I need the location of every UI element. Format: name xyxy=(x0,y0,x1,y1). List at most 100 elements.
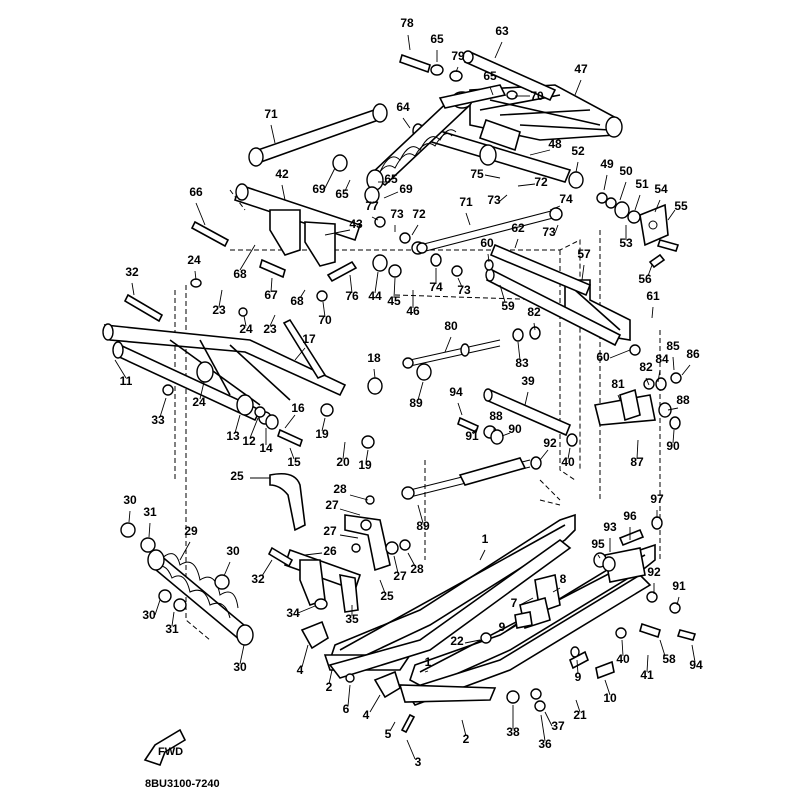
callout-33: 33 xyxy=(151,413,165,427)
callout-leader xyxy=(349,274,353,294)
callout-leader xyxy=(365,449,369,463)
callout-9: 9 xyxy=(575,670,582,684)
callout-21: 21 xyxy=(573,708,587,722)
callout-leader xyxy=(657,369,661,383)
rod-80 xyxy=(402,339,501,369)
block-7 xyxy=(519,574,561,630)
callout-94: 94 xyxy=(689,658,703,672)
callout-16: 16 xyxy=(291,401,305,415)
callout-30: 30 xyxy=(233,660,247,674)
rod-71-upper xyxy=(248,103,388,167)
callout-leader xyxy=(406,739,416,760)
callout-32: 32 xyxy=(251,572,265,586)
callout-leader xyxy=(499,194,508,202)
callout-leader xyxy=(617,394,621,401)
callout-leader xyxy=(131,282,135,296)
callout-leader xyxy=(411,224,419,236)
callout-60: 60 xyxy=(480,236,494,250)
callout-leader xyxy=(218,289,223,308)
callout-28: 28 xyxy=(333,482,347,496)
callout-25: 25 xyxy=(380,589,394,603)
callout-73: 73 xyxy=(487,193,501,207)
callout-74: 74 xyxy=(559,192,573,206)
callout-95: 95 xyxy=(591,537,605,551)
callout-37: 37 xyxy=(551,719,565,733)
callout-88: 88 xyxy=(489,409,503,423)
bracket-81 xyxy=(594,388,656,426)
callout-leader xyxy=(324,167,336,189)
callout-leader xyxy=(347,684,351,707)
callout-leader xyxy=(576,659,579,675)
callout-40: 40 xyxy=(561,455,575,469)
callout-26: 26 xyxy=(323,544,337,558)
callout-leader xyxy=(567,447,571,460)
callout-18: 18 xyxy=(367,351,381,365)
callout-20: 20 xyxy=(336,455,350,469)
callout-30: 30 xyxy=(226,544,240,558)
slide-rail-2-lower xyxy=(398,573,652,706)
slide-rail-2-upper xyxy=(328,538,572,679)
callout-leader xyxy=(501,432,511,437)
callout-leader xyxy=(322,301,326,318)
callout-leader xyxy=(389,721,396,732)
callout-73: 73 xyxy=(457,283,471,297)
callout-51: 51 xyxy=(635,177,649,191)
callout-leader xyxy=(402,117,411,129)
callout-87: 87 xyxy=(630,455,644,469)
callout-84: 84 xyxy=(655,352,669,366)
callout-1: 1 xyxy=(425,655,432,669)
callout-leader xyxy=(517,183,536,187)
callout-leader xyxy=(554,224,559,234)
callout-11: 11 xyxy=(120,374,133,388)
callout-leader xyxy=(154,599,161,616)
callout-leader xyxy=(455,66,459,73)
callout-65: 65 xyxy=(430,32,444,46)
callout-leader xyxy=(479,549,486,561)
callout-27: 27 xyxy=(325,498,339,512)
callout-59: 59 xyxy=(501,299,515,313)
callout-40: 40 xyxy=(616,652,630,666)
callout-leader xyxy=(597,554,601,559)
fwd-label: FWD xyxy=(158,746,183,758)
callout-64: 64 xyxy=(396,100,410,114)
callout-leader xyxy=(371,216,379,221)
callout-leader xyxy=(691,644,696,663)
callout-93: 93 xyxy=(603,520,617,534)
callout-leader xyxy=(324,229,351,236)
callout-96: 96 xyxy=(623,509,637,523)
callout-24: 24 xyxy=(239,322,253,336)
callout-8: 8 xyxy=(560,572,567,586)
callout-leader xyxy=(194,270,197,281)
callout-48: 48 xyxy=(548,137,562,151)
callout-leader xyxy=(281,184,286,201)
callout-leader xyxy=(195,202,206,226)
callout-43: 43 xyxy=(349,217,363,231)
callout-leader xyxy=(199,381,205,400)
callout-leader xyxy=(524,391,529,406)
callout-69: 69 xyxy=(399,182,413,196)
rod-89-lower xyxy=(401,457,531,500)
callout-92: 92 xyxy=(543,436,557,450)
callout-90: 90 xyxy=(508,422,522,436)
callout-28: 28 xyxy=(410,562,424,576)
callout-leader xyxy=(540,714,546,742)
callout-14: 14 xyxy=(259,441,273,455)
callout-2: 2 xyxy=(463,732,470,746)
callout-46: 46 xyxy=(406,304,420,318)
callout-leader xyxy=(461,719,467,737)
callout-63: 63 xyxy=(495,24,509,38)
callout-leader xyxy=(417,504,424,524)
callout-leader xyxy=(672,429,675,444)
callout-86: 86 xyxy=(686,347,700,361)
callout-69: 69 xyxy=(312,182,326,196)
callout-leader xyxy=(672,356,675,371)
callout-80: 80 xyxy=(444,319,458,333)
callout-leader xyxy=(269,314,276,327)
callout-leader xyxy=(676,596,680,606)
callout-4: 4 xyxy=(297,663,304,677)
callout-45: 45 xyxy=(387,294,401,308)
callout-83: 83 xyxy=(515,356,529,370)
callout-leader xyxy=(544,711,553,727)
callout-50: 50 xyxy=(619,164,633,178)
callout-leader xyxy=(659,639,666,657)
